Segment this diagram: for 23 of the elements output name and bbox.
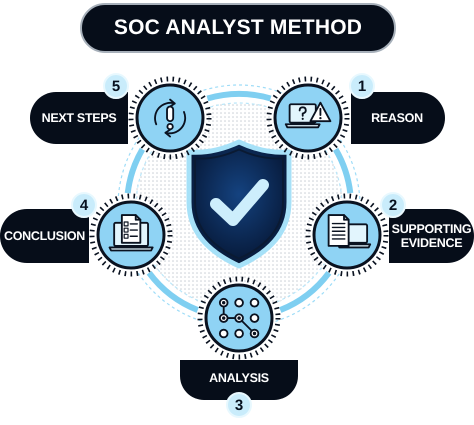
step-circle <box>88 192 173 277</box>
step-label: SUPPORTING EVIDENCE <box>391 222 472 250</box>
step-label: REASON <box>371 110 423 126</box>
ring-connector <box>332 148 354 194</box>
step-circle <box>197 276 281 360</box>
step-number: 3 <box>226 392 252 418</box>
step-circle <box>266 76 350 160</box>
label-plate <box>180 360 298 400</box>
step-number: 5 <box>103 73 129 99</box>
step-number: 1 <box>349 73 375 99</box>
label-plate <box>30 92 128 144</box>
step-label: NEXT STEPS <box>42 110 116 126</box>
step-label: CONCLUSION <box>4 228 86 244</box>
step-number: 4 <box>71 192 97 218</box>
diagram-title: SOC ANALYST METHOD <box>80 3 396 53</box>
label-plate <box>389 209 474 263</box>
label-plate <box>351 92 445 144</box>
shield-check-icon <box>186 140 292 268</box>
step-circle <box>128 76 212 160</box>
label-plate <box>0 209 89 263</box>
step-number: 2 <box>380 192 406 218</box>
step-label: ANALYSIS <box>209 370 269 386</box>
step-circle <box>305 192 390 277</box>
